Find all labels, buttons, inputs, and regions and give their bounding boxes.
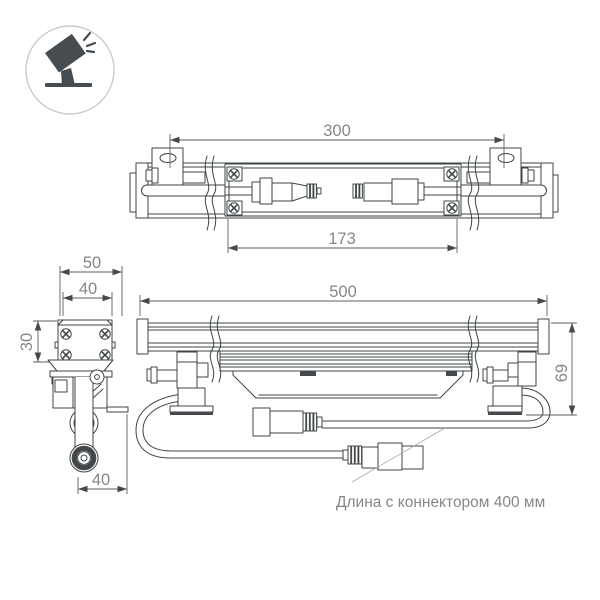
front-end-cap-left: [136, 318, 149, 355]
screw-icon: [59, 348, 72, 362]
dim-50-label: 50: [83, 254, 101, 272]
dim-40-offset-label: 40: [92, 471, 110, 489]
side-bracket-flange: [47, 359, 114, 372]
cable-left: [135, 393, 344, 459]
dim-69: 69: [526, 322, 577, 416]
leader-line: [351, 427, 446, 483]
led-profile-bar: [219, 350, 473, 372]
screw-icon: [99, 327, 111, 341]
lock-knob-left: [156, 369, 178, 382]
dim-500-label: 500: [329, 283, 357, 301]
axle-right: [459, 184, 547, 197]
dim-300-label: 300: [323, 122, 351, 140]
cable-right: [321, 387, 551, 429]
screw-icon: [99, 348, 111, 362]
light-rays-icon: [82, 31, 97, 54]
slot-hole-left: [159, 153, 177, 163]
screw-icon: [228, 168, 240, 180]
floodlight-icon: [25, 25, 115, 115]
dim-500: 500: [139, 283, 548, 316]
swivel-bracket-left: [146, 351, 214, 415]
dim-30: 30: [18, 320, 57, 363]
front-view: 500: [135, 283, 577, 511]
connector-upper: [252, 407, 323, 437]
dim-69-label: 69: [553, 364, 571, 382]
dim-40-offset: 40: [77, 414, 128, 494]
cable-length-note: Длина с коннектором 400 мм: [336, 494, 545, 511]
dim-50: 50: [59, 254, 123, 316]
dim-40-inner-label: 40: [79, 280, 97, 298]
lock-knob-right: [492, 369, 509, 382]
side-view: 50 40 30: [18, 254, 129, 494]
dim-173-label: 173: [328, 230, 356, 248]
connector-lower: [342, 442, 424, 471]
slot-hole-right: [497, 153, 515, 163]
pivot-hinge: [89, 369, 105, 385]
dim-40-inner: 40: [62, 280, 113, 316]
dim-300: 300: [169, 122, 505, 168]
cable-connectors-top: [224, 177, 462, 205]
screw-icon: [445, 168, 459, 180]
axle-left: [141, 184, 226, 197]
connector-end-face: [69, 443, 99, 473]
dim-173: 173: [227, 219, 458, 253]
screw-icon: [228, 202, 240, 214]
front-end-cap-right: [537, 318, 550, 355]
screw-icon: [445, 202, 459, 214]
dim-30-label: 30: [18, 333, 36, 351]
top-view: 300 173: [129, 122, 559, 253]
screw-icon: [59, 327, 72, 341]
foot-plate-edge: [106, 406, 129, 413]
housing-box: [232, 370, 464, 399]
swivel-bracket-right: [482, 351, 537, 415]
